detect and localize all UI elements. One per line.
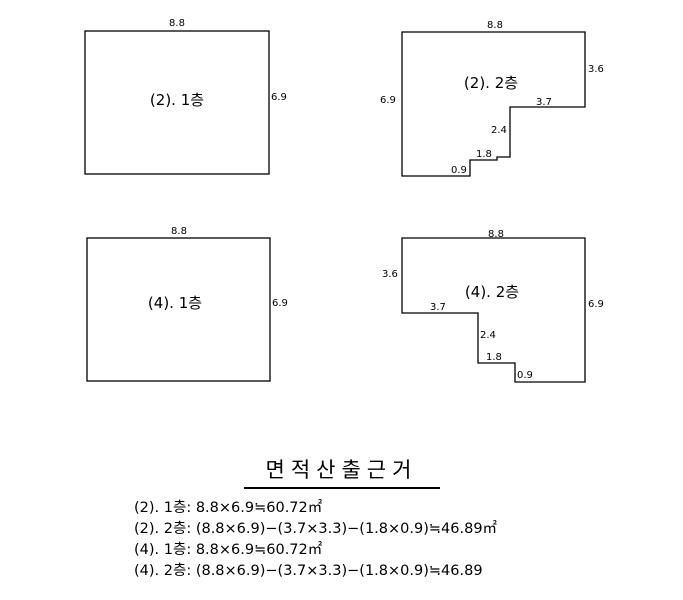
- plan-outline: [401, 237, 586, 383]
- dim-step-small: 0.9: [517, 370, 533, 381]
- dim-top: 8.8: [487, 20, 503, 31]
- dim-left: 3.6: [382, 269, 398, 280]
- plan-label: (4). 1층: [148, 294, 202, 312]
- dim-top: 8.8: [488, 229, 504, 240]
- plan-label: (2). 2층: [464, 74, 518, 92]
- floorplan-p4-1f: 8.8 6.9 (4). 1층: [86, 226, 288, 382]
- dim-width: 8.8: [171, 226, 187, 237]
- calc-line: (4). 1층: 8.8×6.9≒60.72㎡: [134, 542, 323, 558]
- plan-label: (4). 2층: [465, 283, 519, 301]
- calc-title: 면적산출근거: [0, 454, 683, 489]
- dim-right: 6.9: [588, 299, 604, 310]
- plan-label: (2). 1층: [150, 91, 204, 109]
- dim-notch-width: 3.7: [536, 97, 552, 108]
- calc-lines: (2). 1층: 8.8×6.9≒60.72㎡ (2). 2층: (8.8×6.…: [134, 498, 497, 582]
- dim-step-width: 1.8: [486, 352, 502, 363]
- floorplan-p2-2f: 8.8 3.6 6.9 3.7 2.4 1.8 0.9 (2). 2층: [380, 20, 604, 177]
- dim-left: 6.9: [380, 95, 396, 106]
- dim-right: 3.6: [588, 64, 604, 75]
- plan-outline: [84, 30, 270, 175]
- dim-step-height: 2.4: [480, 330, 496, 341]
- plan-outline: [86, 237, 271, 382]
- floorplan-p4-2f: 8.8 3.6 6.9 3.7 2.4 1.8 0.9 (4). 2층: [382, 229, 604, 383]
- dim-step-width: 1.8: [476, 149, 492, 160]
- dim-width: 8.8: [169, 18, 185, 29]
- dim-step-height: 2.4: [491, 125, 507, 136]
- dim-step-small: 0.9: [451, 165, 467, 176]
- dim-notch-width: 3.7: [430, 302, 446, 313]
- dim-height: 6.9: [271, 92, 287, 103]
- calc-line: (2). 1층: 8.8×6.9≒60.72㎡: [134, 500, 323, 516]
- floorplan-p2-1f: 8.8 6.9 (2). 1층: [84, 18, 287, 175]
- dim-height: 6.9: [272, 298, 288, 309]
- plan-outline: [401, 31, 586, 177]
- calc-line: (2). 2층: (8.8×6.9)−(3.7×3.3)−(1.8×0.9)≒4…: [134, 521, 498, 537]
- calc-line: (4). 2층: (8.8×6.9)−(3.7×3.3)−(1.8×0.9)≒4…: [134, 563, 483, 579]
